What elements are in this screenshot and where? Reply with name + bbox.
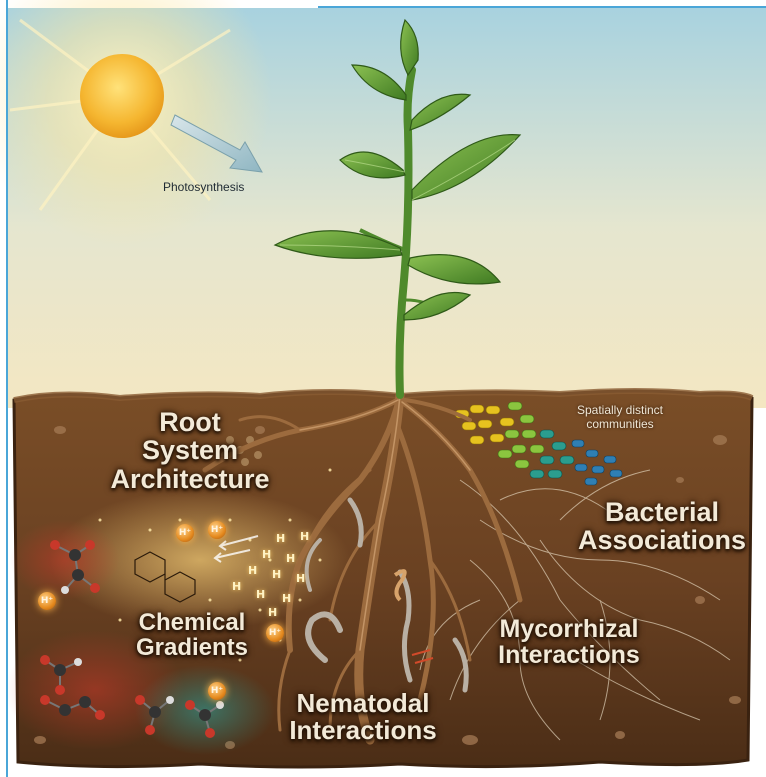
mycorrhizal-interactions-label: Mycorrhizal Interactions (474, 616, 664, 669)
proton-ion-icon: H⁺ (38, 592, 56, 610)
bacterial-associations-label: Bacterial Associations (572, 498, 752, 555)
photosynthesis-label: Photosynthesis (163, 180, 244, 194)
chemical-gradients-label: Chemical Gradients (112, 610, 272, 660)
proton-ion-icon: H⁺ (176, 524, 194, 542)
spatial-communities-note: Spatially distinct communities (560, 403, 680, 432)
hydrogen-mark: H (282, 592, 291, 605)
nematodal-interactions-label: Nematodal Interactions (268, 690, 458, 745)
root-label-line-1: Root (100, 408, 280, 436)
hydrogen-mark: H (296, 572, 305, 585)
chemical-label-line-1: Chemical (112, 610, 272, 635)
root-system-architecture-label: Root System Architecture (100, 408, 280, 493)
hydrogen-mark: H (272, 568, 281, 581)
frame-border-left (6, 0, 8, 777)
frame-border-top (318, 6, 766, 8)
chemical-label-line-2: Gradients (112, 635, 272, 660)
bacterial-label-line-2: Associations (572, 526, 752, 554)
nematodal-label-line-2: Interactions (268, 717, 458, 744)
nematodal-label-line-1: Nematodal (268, 690, 458, 717)
spatial-note-line-1: Spatially distinct (560, 403, 680, 417)
proton-ion-icon: H⁺ (266, 624, 284, 642)
hydrogen-mark: H (300, 530, 309, 543)
hydrogen-mark: H (262, 548, 271, 561)
hydrogen-mark: H (248, 564, 257, 577)
proton-ion-icon: H⁺ (208, 682, 226, 700)
mycorrhizal-label-line-2: Interactions (474, 642, 664, 668)
hydrogen-mark: H (256, 588, 265, 601)
root-label-line-3: Architecture (100, 465, 280, 493)
hydrogen-mark: H (286, 552, 295, 565)
hydrogen-mark: H (232, 580, 241, 593)
spatial-note-line-2: communities (560, 417, 680, 431)
mycorrhizal-label-line-1: Mycorrhizal (474, 616, 664, 642)
hydrogen-mark: H (276, 532, 285, 545)
sun-icon (80, 54, 164, 138)
bacterial-label-line-1: Bacterial (572, 498, 752, 526)
hydrogen-mark: H (268, 606, 277, 619)
proton-ion-icon: H⁺ (208, 521, 226, 539)
root-label-line-2: System (100, 436, 280, 464)
